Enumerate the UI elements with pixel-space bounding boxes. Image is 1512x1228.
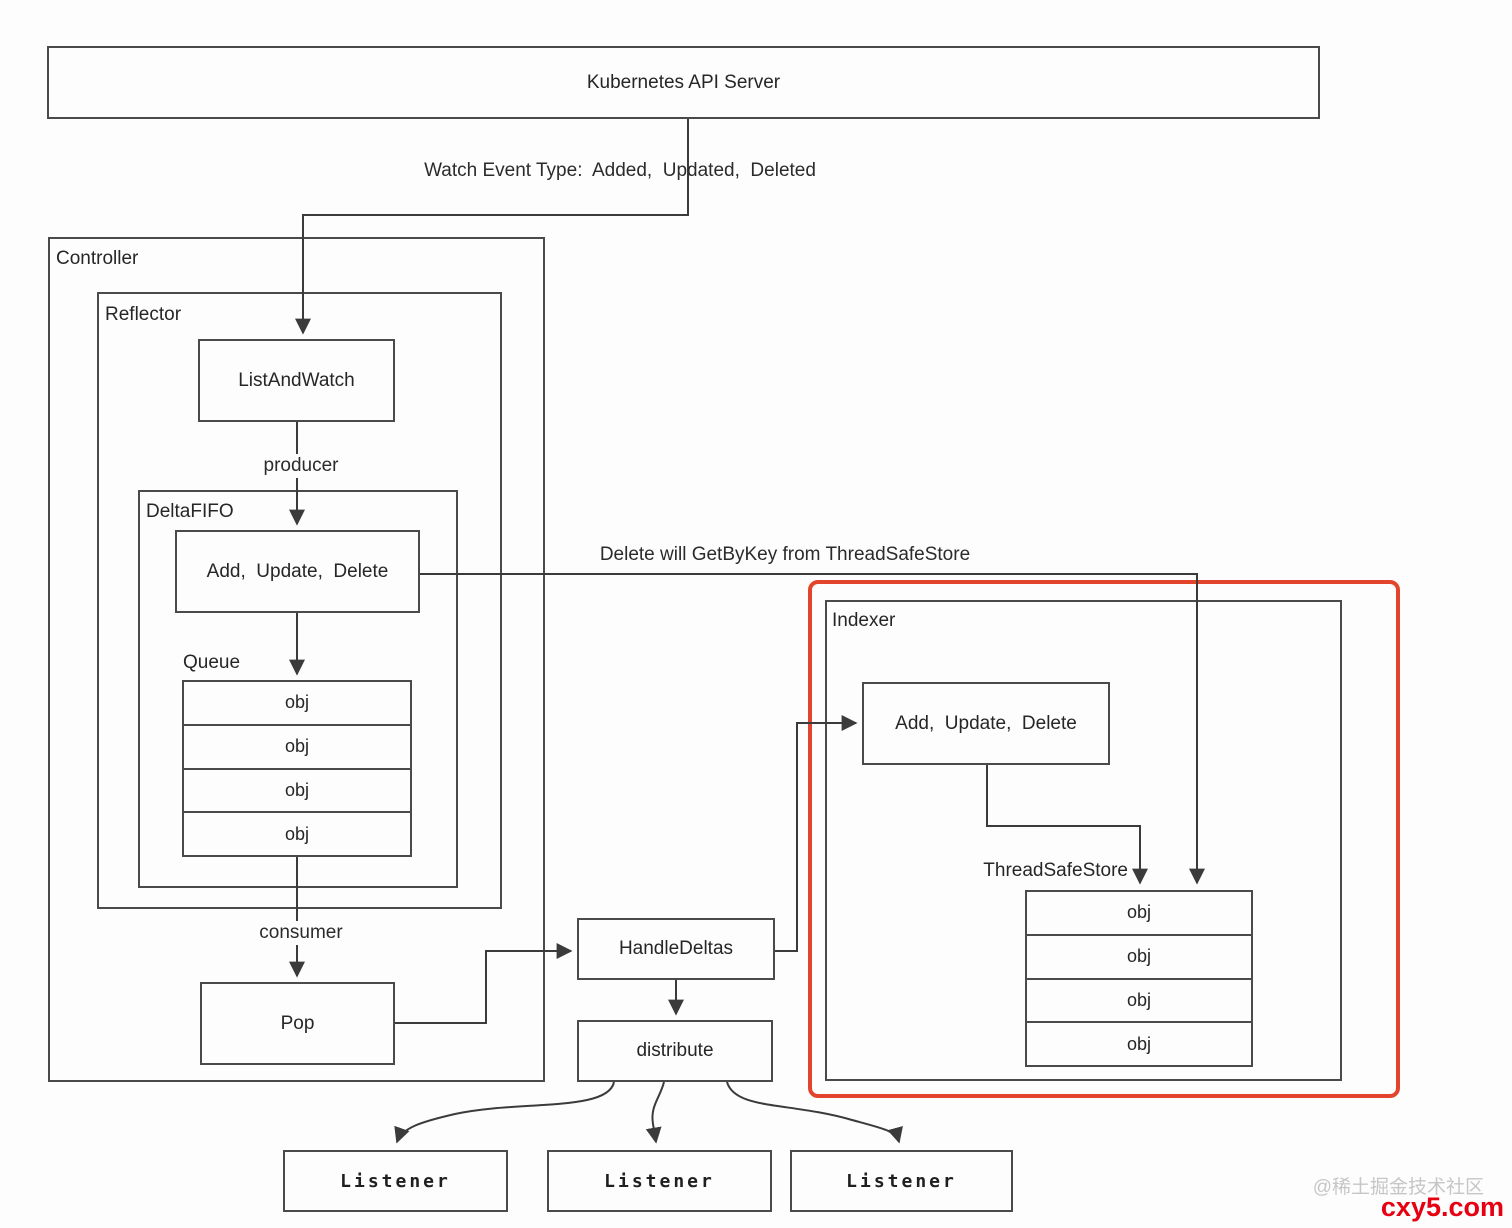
list-and-watch-box: ListAndWatch [198,339,395,422]
pop-box: Pop [200,982,395,1065]
fifo-ops-label: Add, Update, Delete [206,560,389,582]
handle-deltas-box: HandleDeltas [577,918,775,980]
store-item: obj [1027,977,1251,1022]
delete-note-label: Delete will GetByKey from ThreadSafeStor… [599,544,971,565]
handle-deltas-label: HandleDeltas [618,938,734,959]
listener-box-1: Listener [283,1150,508,1212]
listener-label: Listener [340,1170,451,1192]
site-watermark: cxy5.com [1380,1192,1504,1222]
api-server-label: Kubernetes API Server [586,71,781,93]
listener-box-2: Listener [547,1150,772,1212]
distribute-box: distribute [577,1020,773,1082]
thread-safe-store-stack: obj obj obj obj [1025,890,1253,1067]
thread-safe-store-label: ThreadSafeStore [983,860,1128,881]
pop-label: Pop [280,1012,315,1034]
indexer-label: Indexer [832,610,896,631]
indexer-ops-label: Add, Update, Delete [895,712,1077,734]
list-and-watch-label: ListAndWatch [238,369,355,391]
controller-label: Controller [56,248,139,269]
delta-fifo-label: DeltaFIFO [146,501,234,522]
store-item: obj [1027,1021,1251,1065]
watch-event-label: Watch Event Type: Added, Updated, Delete… [424,160,816,181]
queue-stack: obj obj obj obj [182,680,412,857]
producer-label: producer [250,454,352,478]
listener-label: Listener [846,1170,957,1192]
listener-box-3: Listener [790,1150,1013,1212]
consumer-label: consumer [250,921,352,945]
listener-label: Listener [604,1170,715,1192]
community-watermark: @稀土掘金技术社区 [1312,1177,1484,1198]
queue-item: obj [284,692,310,713]
fifo-ops-box: Add, Update, Delete [175,530,420,613]
indexer-ops-box: Add, Update, Delete [862,682,1110,765]
distribute-label: distribute [636,1040,714,1061]
queue-item: obj [184,811,410,855]
queue-label: Queue [183,652,241,673]
api-server-box: Kubernetes API Server [47,46,1320,119]
reflector-label: Reflector [105,304,182,325]
queue-item: obj [184,767,410,812]
store-item: obj [1027,933,1251,978]
store-item: obj [1126,902,1152,923]
queue-item: obj [184,723,410,768]
